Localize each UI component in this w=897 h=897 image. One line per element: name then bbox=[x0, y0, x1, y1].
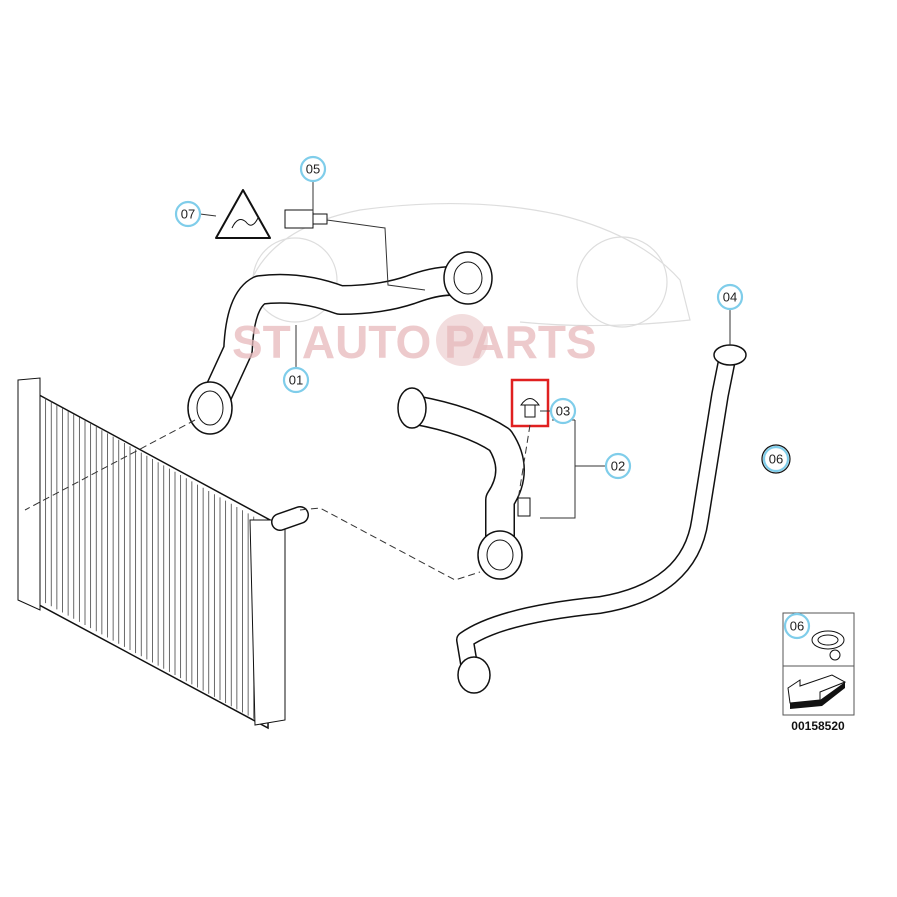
part-number: 00158520 bbox=[791, 719, 845, 733]
callout-03[interactable]: 03 bbox=[549, 397, 577, 425]
temperature-sensor-05 bbox=[284, 209, 328, 229]
callout-04[interactable]: 04 bbox=[716, 283, 744, 311]
callout-07[interactable]: 07 bbox=[174, 200, 202, 228]
lower-hose-02 bbox=[397, 387, 531, 580]
inset-clamp-panel: 06 00158520 bbox=[782, 612, 855, 733]
svg-text:07: 07 bbox=[181, 207, 195, 222]
callout-06[interactable]: 06 bbox=[761, 444, 791, 474]
expansion-hose-04 bbox=[456, 344, 747, 694]
svg-text:06: 06 bbox=[790, 619, 804, 634]
svg-text:05: 05 bbox=[306, 162, 320, 177]
bleed-screw-03 bbox=[520, 398, 540, 418]
radiator bbox=[17, 377, 309, 730]
watermark-logo: ST AUTO PARTS bbox=[232, 314, 597, 368]
svg-text:ST AUTO PARTS: ST AUTO PARTS bbox=[232, 316, 597, 368]
svg-text:04: 04 bbox=[723, 290, 737, 305]
warning-label-07 bbox=[215, 189, 271, 239]
svg-text:01: 01 bbox=[289, 373, 303, 388]
svg-text:06: 06 bbox=[769, 452, 783, 467]
callout-02[interactable]: 02 bbox=[604, 452, 632, 480]
upper-hose-01 bbox=[187, 251, 493, 435]
callout-01[interactable]: 01 bbox=[282, 366, 310, 394]
svg-text:03: 03 bbox=[556, 404, 570, 419]
svg-text:02: 02 bbox=[611, 459, 625, 474]
dashed-connection-lines bbox=[24, 419, 531, 581]
callout-05[interactable]: 05 bbox=[299, 155, 327, 183]
callout-06-inset[interactable]: 06 bbox=[783, 612, 811, 640]
